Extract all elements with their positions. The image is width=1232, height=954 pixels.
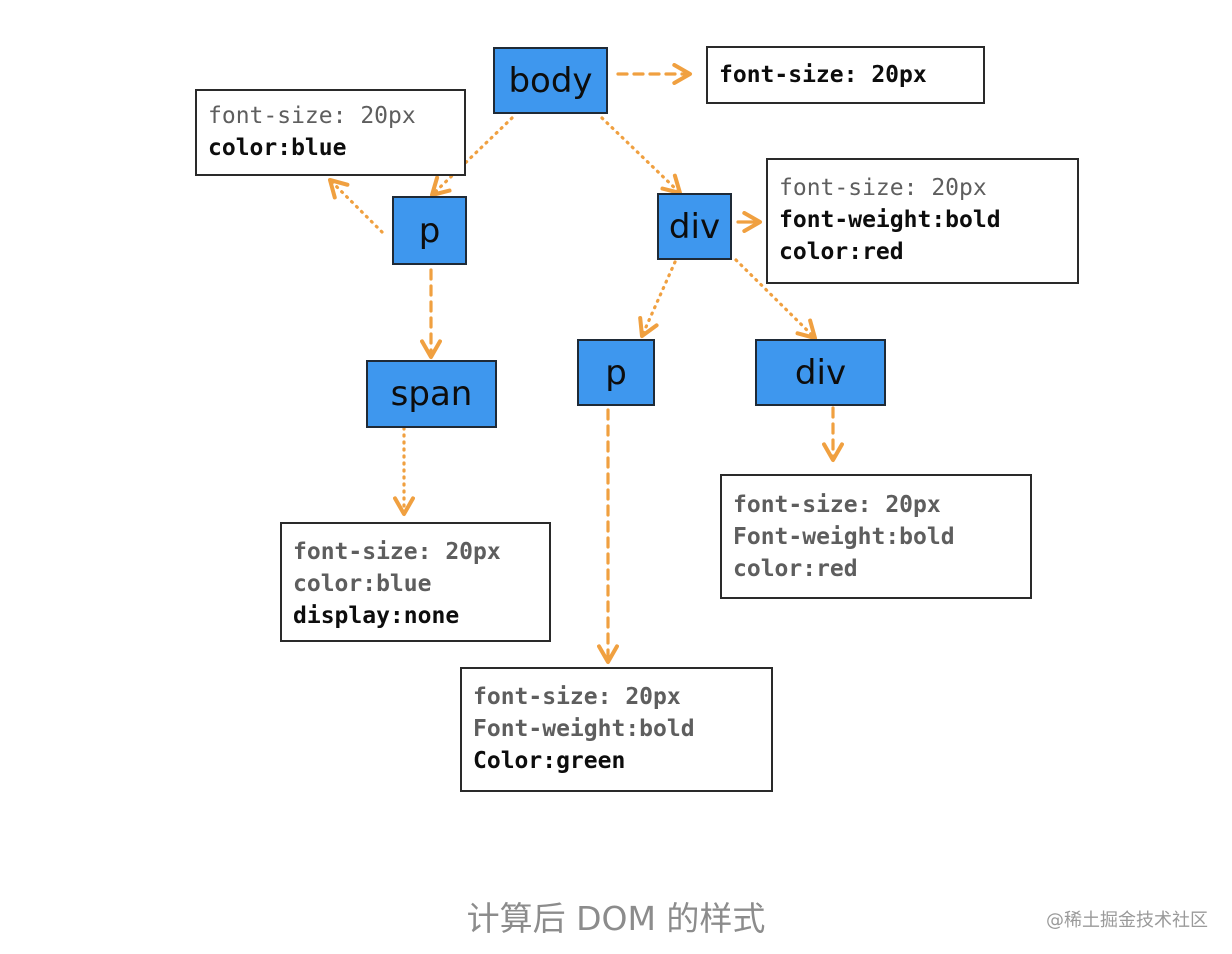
- arrow-div-to-inner-p: [638, 260, 677, 339]
- style-line: font-size: 20px: [733, 492, 941, 518]
- node-span: span: [366, 360, 497, 428]
- style-line: font-size: 20px: [719, 62, 927, 88]
- style-line: color:blue: [293, 571, 432, 597]
- arrow-body-to-div: [600, 116, 683, 196]
- node-p: p: [392, 196, 467, 265]
- style-box-inner-p: font-size: 20px Font-weight:bold Color:g…: [460, 667, 773, 792]
- style-box-body: font-size: 20px: [706, 46, 985, 104]
- style-line: Font-weight:bold: [473, 716, 695, 742]
- node-inner-div: div: [755, 339, 886, 406]
- style-box-inner-div: font-size: 20px Font-weight:bold color:r…: [720, 474, 1032, 599]
- figure-caption: 计算后 DOM 的样式: [466, 899, 766, 938]
- style-line: font-size: 20px: [473, 684, 681, 710]
- arrow-div-to-inner-div: [734, 258, 818, 341]
- watermark: @稀土掘金技术社区: [1046, 910, 1208, 931]
- style-line: font-size: 20px: [293, 539, 501, 565]
- arrow-body-to-p: [429, 116, 514, 198]
- style-line: color:red: [779, 239, 904, 265]
- style-line: font-weight:bold: [779, 207, 1001, 233]
- node-inner-p: p: [577, 339, 655, 406]
- style-line: font-size: 20px: [208, 103, 416, 129]
- style-line: Font-weight:bold: [733, 524, 955, 550]
- style-box-div: font-size: 20px font-weight:bold color:r…: [766, 158, 1079, 284]
- style-box-p: font-size: 20px color:blue: [195, 89, 466, 176]
- style-box-span: font-size: 20px color:blue display:none: [280, 522, 551, 642]
- style-line: Color:green: [473, 748, 626, 774]
- style-line: color:blue: [208, 135, 347, 161]
- style-line: color:red: [733, 556, 858, 582]
- arrow-p-to-p-style: [327, 177, 384, 234]
- style-line: font-size: 20px: [779, 175, 987, 201]
- node-body: body: [493, 47, 608, 114]
- node-div: div: [657, 193, 732, 260]
- style-line: display:none: [293, 603, 460, 629]
